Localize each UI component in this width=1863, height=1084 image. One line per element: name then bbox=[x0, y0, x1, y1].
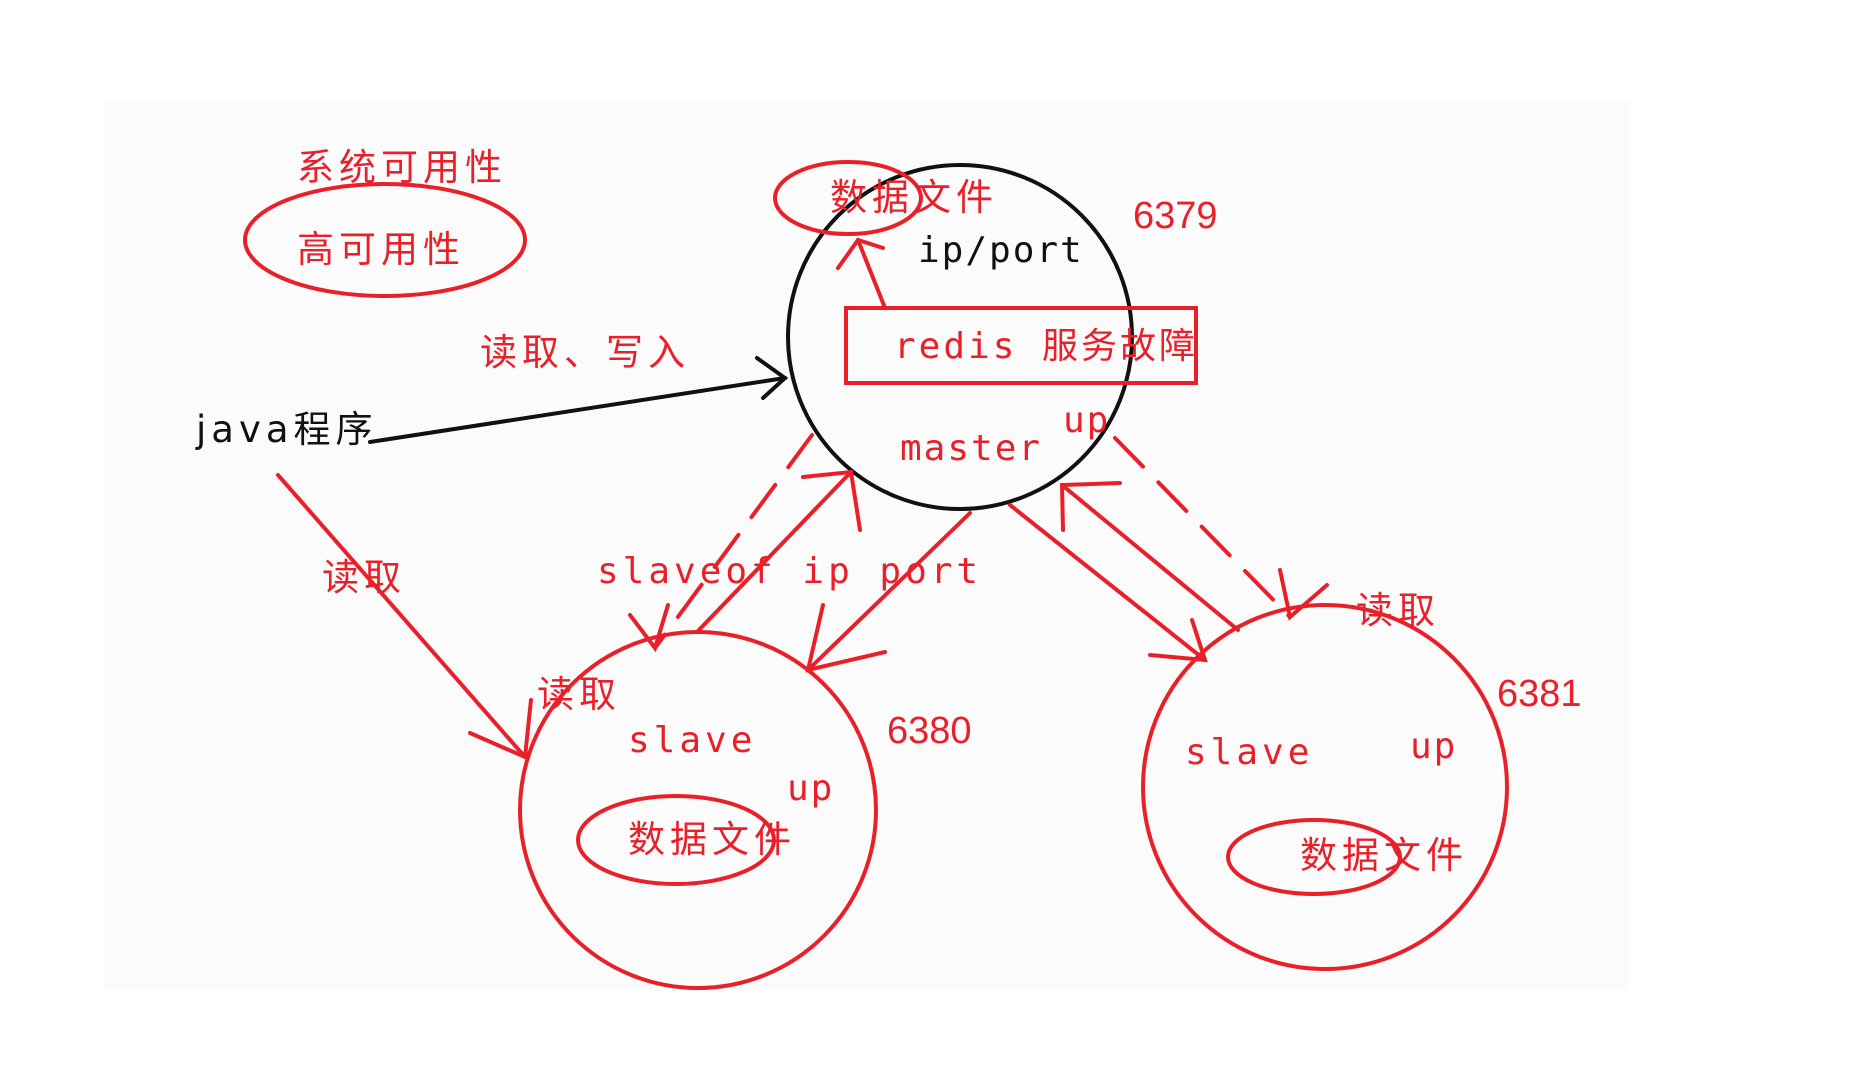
master-port-label: 6379 bbox=[1133, 195, 1218, 237]
slave-6381-read-label: 读取 bbox=[1356, 589, 1440, 632]
master-status-label: up bbox=[1063, 400, 1110, 441]
arrow-slave-6380-to-master bbox=[695, 469, 862, 634]
high-availability-label: 高可用性 bbox=[297, 228, 465, 271]
replication-arrow-master-to-slave-6380 bbox=[805, 511, 972, 673]
write-arrow bbox=[368, 356, 789, 444]
read-arrow-to-slave-6380 bbox=[276, 473, 533, 760]
slave-6381-port-label: 6381 bbox=[1497, 673, 1582, 715]
slaveof-dashed-arrow-6381 bbox=[1113, 436, 1329, 621]
master-address-label: ip/port bbox=[918, 230, 1084, 271]
master-role-label: master bbox=[900, 428, 1042, 469]
master-data-file-label: 数据文件 bbox=[830, 176, 998, 219]
slaveof-dashed-arrow-6380 bbox=[628, 433, 814, 653]
slave-6381-role-label: slave bbox=[1185, 732, 1313, 773]
slave-6381-circle bbox=[1141, 603, 1509, 971]
failure-label: redis 服务故障 bbox=[894, 326, 1198, 367]
slave-6381-data-file-label: 数据文件 bbox=[1300, 834, 1468, 877]
arrow-slave-6381-to-master bbox=[1059, 481, 1240, 632]
slave-6380-status-label: up bbox=[787, 768, 834, 809]
slave-6380-read-label: 读取 bbox=[537, 673, 621, 716]
replication-arrow-master-to-slave-6381 bbox=[1008, 503, 1208, 663]
slave-6380-port-label: 6380 bbox=[887, 710, 972, 752]
master-data-file-ellipse bbox=[773, 160, 923, 236]
high-availability-ellipse bbox=[243, 182, 527, 298]
system-availability-label: 系统可用性 bbox=[297, 146, 507, 189]
slave-6381-data-file-ellipse bbox=[1226, 818, 1402, 896]
slave-6381-status-label: up bbox=[1410, 726, 1457, 767]
master-node-circle bbox=[786, 163, 1134, 511]
java-program-label: java程序 bbox=[195, 408, 378, 451]
slave-6380-data-file-ellipse bbox=[576, 794, 776, 886]
failure-to-data-file-arrow bbox=[836, 237, 887, 310]
slave-6380-data-file-label: 数据文件 bbox=[628, 818, 796, 861]
failure-box bbox=[844, 306, 1198, 385]
slave-6380-role-label: slave bbox=[628, 720, 756, 761]
read-write-label: 读取、写入 bbox=[480, 331, 690, 374]
diagram-paper bbox=[104, 100, 1629, 990]
slaveof-command-label: slaveof ip port bbox=[597, 551, 982, 592]
client-read-label: 读取 bbox=[322, 556, 406, 599]
